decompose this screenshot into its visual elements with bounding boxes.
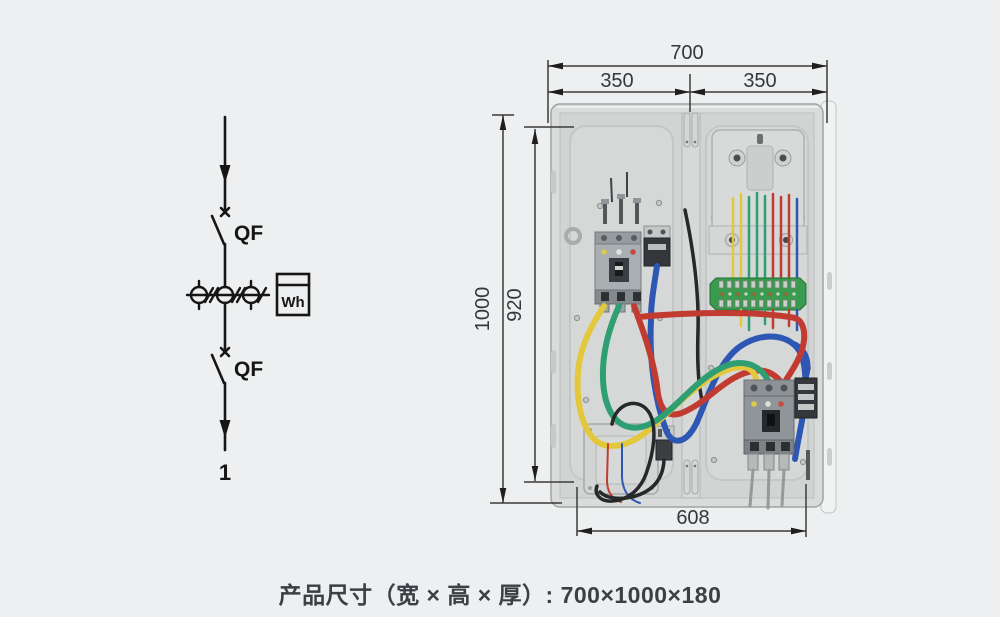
hinge-knuckles [683,112,699,495]
cable-clamp [564,227,582,245]
blue-wire-thin [621,443,641,504]
current-transformer-symbols [185,279,271,311]
blue-wire [647,317,809,462]
door-slot [827,362,832,380]
breaker-symbol-top [210,206,231,246]
dimension-608 [576,484,807,537]
dim-label-bottom-width: 608 [676,507,709,529]
cabinet-illustration [550,100,837,514]
test-terminal-block [709,277,807,311]
dim-label-total-height: 1000 [472,287,494,332]
dim-label-right-width: 350 [743,70,776,92]
indicator-yellow [751,401,757,407]
red-wire [631,303,787,418]
hinge-pin [693,464,697,468]
meter-wires [731,191,799,283]
indicator-white [765,401,771,407]
left-circuit-breaker [594,231,642,313]
aux-terminal-block [643,225,671,267]
wiring-schematic [185,115,311,452]
dim-label-total-width: 700 [670,42,703,64]
frame-slot [551,424,556,448]
dimension-annotations [490,60,828,537]
frame-slot [551,170,556,194]
energy-meter-symbol [275,272,311,317]
indicator-yellow [601,249,607,255]
breaker-symbol-bottom [210,346,231,385]
indicator-white [616,249,622,255]
door-slot [827,272,832,290]
power-wires [574,263,811,462]
frame-slot [551,350,556,374]
red-wire [635,310,808,383]
dim-label-inner-height: 920 [504,288,526,321]
hinge-pin [685,140,689,144]
indicator-red [630,249,636,255]
dimension-920 [524,126,574,483]
indicator-red [778,401,784,407]
energy-meter-label: Wh [281,294,304,311]
outgoing-arrow-icon [219,420,231,438]
hinge-pin [685,464,689,468]
test-block-links [720,292,796,296]
neutral-terminal-block [794,377,818,419]
breaker-studs [601,172,641,224]
breaker-bottom-label: QF [234,358,263,381]
black-wire [594,401,656,503]
breaker-top-label: QF [234,222,263,245]
product-size-caption: 产品尺寸（宽 × 高 × 厚）: 700×1000×180 [278,582,722,608]
dimension-1000 [490,114,562,504]
black-wire [598,458,666,501]
right-circuit-breaker [743,379,795,471]
incoming-arrow-icon [219,165,231,183]
panel-slot [806,450,810,480]
dim-label-left-width: 350 [600,70,633,92]
door-slot [827,448,832,466]
black-jumper-wires [594,401,666,503]
yellow-wire [574,303,760,449]
dimension-350-pair [548,74,827,112]
blue-wire [792,341,811,381]
bare-conductors [748,468,786,510]
outgoing-circuit-label: 1 [219,460,231,485]
hinge-pin [693,140,697,144]
green-wire [599,303,772,431]
